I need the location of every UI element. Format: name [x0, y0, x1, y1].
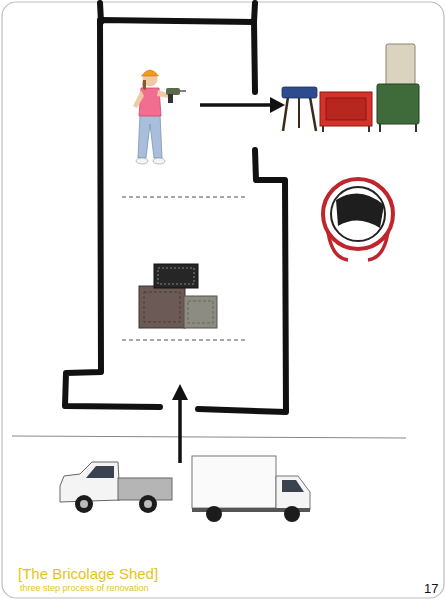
ute-vehicle: [60, 462, 172, 513]
wheel-hub: [80, 500, 88, 508]
truck-cab: [276, 476, 310, 510]
chair-leg: [415, 124, 417, 132]
shed-outline: [65, 3, 286, 412]
subtitle-label: three step process of renovation: [20, 584, 149, 594]
cabinet-leg: [368, 126, 370, 132]
chair-seat: [377, 84, 419, 124]
crate-holes: [158, 268, 194, 284]
drill-handle: [168, 94, 173, 103]
ring-chair: [323, 179, 393, 260]
chair-leg: [328, 232, 348, 260]
ute-cab: [60, 462, 120, 502]
chair-back: [386, 44, 415, 86]
stool-seat: [282, 87, 317, 98]
crate-holes: [144, 292, 180, 322]
stage-divider: [122, 196, 246, 197]
drill-body: [166, 88, 180, 95]
stage-divider: [122, 339, 246, 340]
crate-stool: [282, 87, 317, 131]
stool-leg: [298, 98, 300, 128]
truck-vehicle: [192, 456, 310, 522]
crate-chair: [377, 44, 419, 132]
stool-leg: [310, 97, 316, 131]
stool-leg: [283, 97, 288, 131]
arrow-head: [172, 384, 188, 400]
wall-line: [198, 150, 286, 412]
flow-arrow: [172, 384, 188, 463]
crate: [154, 264, 198, 288]
arrow-shaft: [200, 103, 272, 107]
wheel: [206, 506, 222, 522]
chair-leg: [368, 232, 388, 260]
chair-cushion: [336, 194, 384, 228]
crate: [139, 286, 185, 328]
worker-figure: [133, 70, 186, 164]
diagram-title: [The Bricolage Shed]: [18, 566, 158, 583]
worker-arm: [133, 90, 144, 108]
truck-window: [282, 480, 304, 492]
hard-hat: [142, 70, 159, 76]
crate: [184, 296, 217, 328]
chair-ring: [331, 187, 385, 241]
wheel: [284, 506, 300, 522]
wheel-hub: [144, 500, 152, 508]
crate-holes: [188, 301, 213, 323]
milk-crates: [139, 264, 217, 328]
arrow-head: [270, 97, 285, 113]
chair-ring: [323, 179, 393, 249]
wheel: [139, 495, 157, 513]
worker-hair: [142, 80, 146, 90]
page-number: 17: [424, 582, 438, 596]
worker-jeans: [138, 114, 162, 158]
arrow-shaft: [178, 398, 182, 463]
wheel: [75, 495, 93, 513]
ute-window: [86, 466, 114, 478]
cabinet-leg: [322, 126, 324, 132]
crate-cabinet: [320, 92, 372, 132]
worker-shoe: [136, 158, 148, 164]
ground-line: [12, 436, 406, 438]
drill-bit: [180, 90, 186, 92]
cabinet-front: [326, 98, 366, 120]
chair-leg: [379, 124, 381, 132]
flow-arrow: [200, 97, 285, 113]
cabinet-body: [320, 92, 372, 126]
truck-box: [192, 456, 276, 508]
wall-line: [65, 20, 255, 407]
worker-shoe: [153, 158, 165, 164]
